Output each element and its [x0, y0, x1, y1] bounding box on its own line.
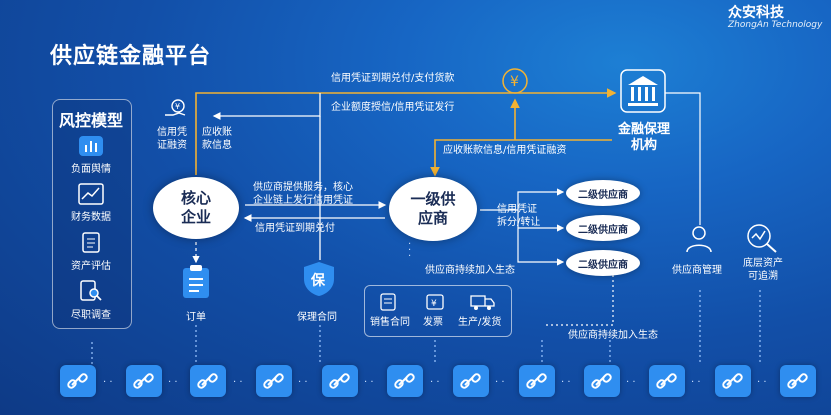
production-label: 生产/发货 [458, 317, 502, 328]
logo-en: ZhongAn Technology [728, 20, 823, 30]
chain-dots: · · [757, 377, 767, 388]
chain-dots: · · [168, 377, 178, 388]
trace-line2: 可追溯 [748, 271, 778, 282]
risk-item-label: 尽职调查 [71, 310, 111, 321]
logo-cn: 众安科技 [728, 5, 784, 21]
chain-dots: · · [364, 377, 374, 388]
tier2-supplier-node: 二级供应商 [566, 215, 640, 241]
chain-dots: · · [691, 377, 701, 388]
label-credit-financing: 信用凭证融资 [157, 126, 187, 152]
truck-icon [470, 293, 496, 315]
chart-icon [78, 135, 104, 161]
chain-dots: · · [103, 377, 113, 388]
chain-dots: · · [561, 377, 571, 388]
chain-dots: · · [298, 377, 308, 388]
sup1-line2: 应商 [417, 209, 448, 227]
bank-label: 金融保理机构 [613, 122, 675, 154]
chain-link-icon [780, 365, 816, 397]
documents-box [364, 285, 512, 337]
chain-dots: · · [430, 377, 440, 388]
chain-link-icon [715, 365, 751, 397]
shield-glyph: 保 [310, 272, 326, 289]
magnify-document-icon [78, 280, 104, 306]
label-redeem: 信用凭证到期兑付 [255, 223, 335, 234]
label-ecosystem-2: 供应商持续加入生态 [568, 330, 658, 341]
trace-search-icon [745, 222, 779, 258]
page-title: 供应链金融平台 [50, 44, 212, 69]
money-hand-icon: ¥ [163, 98, 189, 124]
trace-line1: 底层资产 [743, 258, 783, 269]
invoice-yen-glyph: ¥ [431, 299, 437, 309]
label-credit-financing-line1: 信用凭 [157, 127, 187, 138]
bank-line1: 金融保理 [617, 122, 670, 137]
label-receivable-info-line2: 款信息 [202, 140, 232, 151]
invoice-label: 发票 [423, 317, 443, 328]
line-chart-icon [78, 183, 104, 209]
supplier-management-label: 供应商管理 [672, 265, 722, 276]
label-service-line1: 供应商提供服务，核心 [253, 182, 353, 193]
core-line2: 企业 [180, 208, 211, 226]
label-receivable-info-line1: 应收账 [202, 127, 232, 138]
contract-icon [378, 293, 398, 315]
risk-model-title: 风控模型 [58, 111, 123, 130]
chain-link-icon [322, 365, 358, 397]
guarantee-label: 保理合同 [297, 312, 337, 323]
bank-icon [620, 69, 666, 117]
blockchain-row: · · · · · · · · · · · · · · · · · · · · … [0, 365, 831, 405]
chain-link-icon [453, 365, 489, 397]
tier2-supplier-node: 二级供应商 [566, 250, 640, 276]
chain-link-icon [519, 365, 555, 397]
chain-link-icon [60, 365, 96, 397]
order-label: 订单 [186, 312, 206, 323]
chain-link-icon [190, 365, 226, 397]
label-credit-financing-line2: 证融资 [157, 140, 187, 151]
label-split-transfer-line2: 拆分/转让 [497, 217, 541, 228]
trace-label: 底层资产可追溯 [735, 257, 791, 283]
chain-dots: · · [626, 377, 636, 388]
core-line1: 核心 [180, 189, 211, 207]
yen-glyph: ¥ [510, 74, 519, 90]
sup1-line1: 一级供 [410, 190, 456, 208]
order-clipboard-icon [180, 264, 212, 304]
chain-link-icon [256, 365, 292, 397]
chain-dots: · · [495, 377, 505, 388]
label-credit-issue: 企业额度授信/信用凭证发行 [331, 102, 455, 113]
label-service-line2: 企业链上发行信用凭证 [253, 195, 353, 206]
shield-icon: 保 [301, 260, 337, 302]
clipboard-icon [78, 231, 104, 257]
bank-line2: 机构 [630, 138, 657, 153]
label-ecosystem-1: 供应商持续加入生态 [425, 265, 515, 276]
supplier-management-icon [683, 225, 715, 257]
label-split-transfer: 信用凭证拆分/转让 [497, 203, 540, 229]
money-yen-glyph: ¥ [175, 102, 180, 111]
dots-vertical: ··· [408, 239, 412, 262]
invoice-icon: ¥ [425, 293, 445, 315]
tier2-supplier-node: 二级供应商 [566, 180, 640, 206]
chain-link-icon [126, 365, 162, 397]
label-receivable-financing: 应收账款信息/信用凭证融资 [443, 145, 567, 156]
yen-icon: ¥ [500, 66, 530, 100]
risk-item-label: 资产评估 [71, 261, 111, 272]
label-split-transfer-line1: 信用凭证 [497, 204, 537, 215]
company-logo: 众安科技 ZhongAn Technology [728, 2, 822, 30]
sales-contract-label: 销售合同 [370, 317, 410, 328]
chain-link-icon [649, 365, 685, 397]
chain-dots: · · [233, 377, 243, 388]
core-enterprise-node: 核心企业 [153, 177, 239, 239]
label-payment: 信用凭证到期兑付/支付货款 [331, 73, 455, 84]
risk-item-label: 负面舆情 [71, 164, 111, 175]
chain-link-icon [387, 365, 423, 397]
label-receivable-info: 应收账款信息 [202, 126, 232, 152]
chain-link-icon [584, 365, 620, 397]
risk-item-label: 财务数据 [71, 212, 111, 223]
tier1-supplier-node: 一级供应商 [389, 177, 477, 241]
